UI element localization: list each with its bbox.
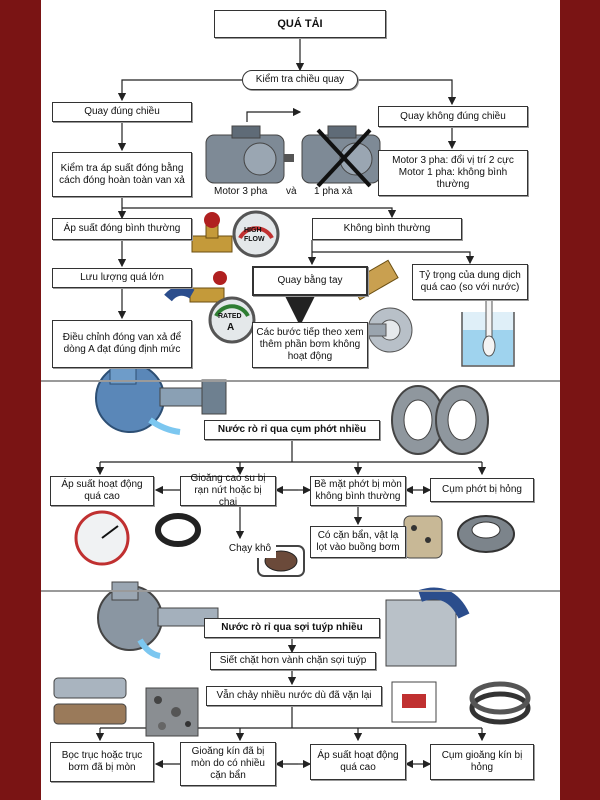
pressure-gauge-icon [74, 510, 130, 566]
adjust-valve-box: Điều chỉnh đóng van xả để dòng A đạt đún… [52, 320, 192, 368]
section-divider [41, 590, 560, 592]
gauge-high-bottom: FLOW [244, 236, 265, 243]
packing-rings-icon [469, 681, 531, 725]
wrong-rotation-box: Quay không đúng chiều [378, 106, 528, 127]
packing-broken-box: Cụm gioăng kín bị hỏng [430, 744, 534, 780]
and-label: và [286, 186, 297, 197]
shaft-sleeve-icon [53, 677, 127, 725]
gauge-high-top: HIGH [244, 227, 262, 234]
seal-worn-dirt-box: Gioăng kín đã bị mòn do có nhiều cặn bẩn [180, 742, 276, 786]
packing-cross-section-icon [391, 681, 437, 723]
motor1-label: 1 pha xả [314, 186, 353, 197]
gasket-cracked-box: Gioăng cao su bị rạn nứt hoặc bị chai [180, 473, 276, 508]
rated-gauge-icon [164, 271, 256, 344]
gauge-rated-bottom: A [227, 322, 235, 333]
density-high-box: Tỷ trọng của dung dịch quá cao (so với n… [412, 264, 528, 300]
pressure-normal-box: Áp suất đóng bình thường [52, 218, 192, 240]
title-packing-leak: Nước rò rỉ qua sợi tuýp nhiều [204, 618, 380, 638]
flow-high-box: Lưu lượng quá lớn [52, 268, 192, 288]
o-ring-icon [155, 513, 201, 547]
high-flow-gauge-icon [191, 210, 280, 258]
check-pressure-box: Kiểm tra áp suất đóng bằng cách đóng hoà… [52, 152, 192, 197]
check-rotation-box: Kiểm tra chiều quay [242, 70, 358, 90]
gauge-rated-top: RATED [218, 313, 242, 320]
title-qua-tai: QUÁ TẢI [214, 10, 386, 38]
motor3-label: Motor 3 pha [214, 186, 268, 197]
turn-by-hand-box: Quay bằng tay [252, 266, 368, 296]
beaker-hydrometer-icon [461, 299, 515, 367]
tighten-gland-box: Siết chặt hơn vành chặn sợi tuýp [210, 652, 376, 670]
dirt-texture-icon [145, 687, 199, 737]
tightening-gland-icon [385, 587, 470, 667]
next-steps-box: Các bước tiếp theo xem thêm phần bơm khô… [252, 322, 368, 368]
dry-run-label: Chạy khô [224, 540, 276, 558]
section-divider [41, 380, 560, 382]
motor-3-phase-icon [205, 125, 294, 184]
motor-1-phase-icon [301, 125, 381, 188]
seal-rings-icon [391, 385, 489, 455]
title-seal-leak: Nước rò rỉ qua cụm phớt nhiều [204, 420, 380, 440]
op-pressure-high-box-2: Áp suất hoạt động quá cao [310, 744, 406, 780]
broken-seal-icon [457, 515, 515, 553]
op-pressure-high-box: Áp suất hoạt động quá cao [50, 476, 154, 506]
seal-broken-box: Cụm phớt bị hỏng [430, 478, 534, 502]
abnormal-box: Không bình thường [312, 218, 462, 240]
still-leaking-box: Vẫn chảy nhiều nước dù đã vặn lại [206, 686, 382, 706]
contaminated-seal-icon [403, 515, 443, 559]
pump-packing-leak-icon [97, 581, 219, 659]
motor-fix-box: Motor 3 pha: đổi vị trí 2 cực Motor 1 ph… [378, 150, 528, 196]
correct-rotation-box: Quay đúng chiều [52, 102, 192, 122]
dirt-in-chamber-box: Có cặn bẩn, vật lạ lọt vào buồng bơm [310, 526, 406, 558]
shaft-sleeve-worn-box: Bọc trục hoặc trục bơm đã bị mòn [50, 742, 154, 782]
seal-face-worn-box: Bề mặt phớt bị mòn không bình thường [310, 476, 406, 506]
